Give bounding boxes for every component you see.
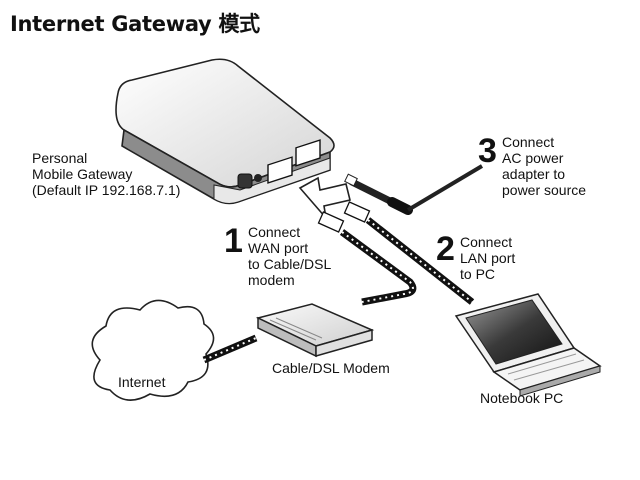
ethernet-plugs (317, 201, 371, 233)
step-1-line: modem (248, 272, 295, 288)
gateway-label-line-3: (Default IP 192.168.7.1) (32, 182, 181, 198)
step-3-number: 3 (478, 132, 497, 170)
internet-label: Internet (118, 374, 166, 390)
step-2-line: LAN port (460, 250, 516, 266)
step-3-line: power source (502, 182, 587, 198)
gateway-label-line-2: Mobile Gateway (32, 166, 133, 182)
step-1-number: 1 (224, 222, 243, 260)
wan-cable (339, 229, 417, 306)
mobile-gateway-device (115, 58, 335, 205)
step-3-line: Connect (502, 134, 555, 150)
step-1-text: Connect WAN port to Cable/DSL modem (248, 224, 331, 288)
internet-cable (202, 334, 258, 364)
step-2-line: Connect (460, 234, 513, 250)
step-2-number: 2 (436, 230, 455, 268)
cable-dsl-modem-device (255, 303, 375, 358)
step-1-line: WAN port (248, 240, 309, 256)
step-3-line: adapter to (502, 166, 566, 182)
step-2-line: to PC (460, 266, 496, 282)
step-1-line: Connect (248, 224, 301, 240)
page-title: Internet Gateway 模式 (10, 12, 260, 36)
notebook-label: Notebook PC (480, 390, 564, 406)
power-adapter-cable (344, 164, 484, 215)
gateway-label-line-1: Personal (32, 150, 88, 166)
internet-cloud-icon (91, 299, 215, 401)
notebook-pc-device (454, 293, 602, 397)
step-3-line: AC power (502, 150, 564, 166)
gateway-label: Personal Mobile Gateway (Default IP 192.… (32, 150, 180, 198)
modem-label: Cable/DSL Modem (272, 360, 390, 376)
step-2-text: Connect LAN port to PC (460, 234, 515, 282)
step-3-text: Connect AC power adapter to power source (502, 134, 586, 198)
step-1-line: to Cable/DSL (248, 256, 332, 272)
insert-arrow-icon (298, 176, 351, 221)
